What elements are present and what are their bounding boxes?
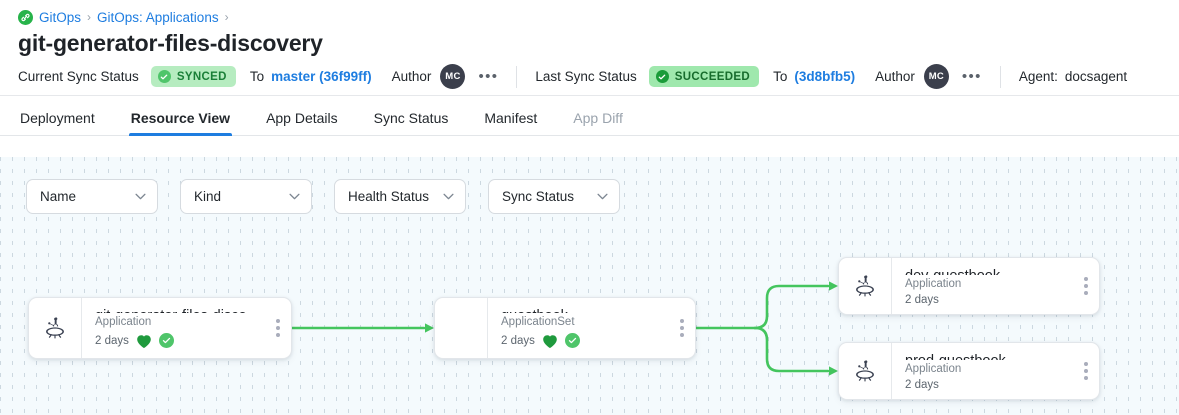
- node-meta: 2 days: [905, 294, 1073, 306]
- node-body: guestbookApplicationSet 2 days: [487, 298, 669, 358]
- filter-health-status[interactable]: Health Status: [334, 179, 466, 214]
- node-body: prod-guestbookApplication 2 days: [891, 343, 1073, 399]
- agent-info: Agent: docsagent: [1019, 69, 1127, 84]
- breadcrumb-separator-2: ›: [224, 10, 229, 24]
- graph-node-root[interactable]: git-generator-files-disco... Application 2…: [28, 297, 292, 359]
- node-title: prod-guestbook: [905, 352, 1073, 360]
- check-circle-icon-2: [655, 70, 669, 83]
- status-divider: [516, 65, 518, 88]
- node-menu-icon[interactable]: [1073, 258, 1099, 314]
- heart-icon: [542, 334, 558, 349]
- filter-bar: Name Kind Health Status Sync Status: [26, 179, 620, 214]
- filter-label: Kind: [194, 189, 222, 204]
- node-kind: ApplicationSet: [501, 316, 575, 329]
- filter-sync-status[interactable]: Sync Status: [488, 179, 620, 214]
- chevron-down-icon: [135, 193, 146, 200]
- tab-resource-view[interactable]: Resource View: [113, 110, 248, 136]
- status-badge-synced-label: SYNCED: [176, 70, 227, 83]
- last-revision-link[interactable]: (3d8bfb5): [794, 69, 856, 84]
- last-to-label: To: [773, 69, 788, 84]
- status-divider-2: [999, 65, 1001, 88]
- current-sync-status-label: Current Sync Status: [18, 69, 139, 84]
- filter-label: Health Status: [348, 189, 430, 204]
- breadcrumb-separator: ›: [87, 10, 92, 24]
- agent-label: Agent:: [1018, 69, 1058, 84]
- node-menu-icon[interactable]: [1073, 343, 1099, 399]
- node-meta: 2 days: [95, 332, 265, 350]
- node-kind: Application: [905, 278, 962, 291]
- tab-deployment[interactable]: Deployment: [20, 110, 95, 126]
- agent-value: docsagent: [1064, 69, 1128, 84]
- status-badge-succeeded[interactable]: SUCCEEDED: [648, 66, 760, 87]
- check-circle-icon: [157, 70, 171, 83]
- graph-edges: [290, 281, 838, 376]
- current-revision-link[interactable]: master (36f99ff): [271, 69, 372, 84]
- resource-graph-canvas: Name Kind Health Status Sync Status git-gen…: [0, 157, 1179, 415]
- node-menu-icon[interactable]: [265, 298, 291, 358]
- last-sync-status-label: Last Sync Status: [535, 69, 637, 84]
- graph-node-prod[interactable]: prod-guestbookApplication 2 days: [838, 342, 1100, 400]
- check-circle-icon: [564, 332, 580, 350]
- node-body: dev-guestbookApplication 2 days: [891, 258, 1073, 314]
- gitops-logo-icon: [18, 9, 33, 25]
- tab-bar: Deployment Resource View App Details Sync S…: [0, 96, 1179, 136]
- status-bar: Current Sync Status SYNCED To master (36…: [0, 58, 1179, 96]
- tab-app-details[interactable]: App Details: [266, 110, 338, 126]
- node-kind: Application: [95, 316, 152, 329]
- last-overflow-menu-icon[interactable]: •••: [961, 67, 982, 85]
- filter-name[interactable]: Name: [26, 179, 158, 214]
- node-age: 2 days: [501, 335, 535, 347]
- node-meta: 2 days: [501, 332, 669, 350]
- node-age: 2 days: [95, 335, 129, 347]
- filter-label: Name: [40, 189, 77, 204]
- tab-sync-status[interactable]: Sync Status: [373, 110, 449, 126]
- last-author-label: Author: [875, 69, 915, 84]
- breadcrumb-item-applications[interactable]: GitOps: Applications: [97, 9, 219, 25]
- tab-app-diff: App Diff: [573, 110, 623, 126]
- node-icon-placeholder: [435, 298, 487, 358]
- breadcrumb-item-gitops[interactable]: GitOps: [39, 9, 82, 25]
- node-title: dev-guestbook: [905, 267, 1073, 275]
- avatar-2[interactable]: MC: [923, 64, 949, 89]
- tab-manifest[interactable]: Manifest: [484, 110, 538, 126]
- filter-label: Sync Status: [502, 189, 575, 204]
- node-kind: Application: [905, 363, 962, 376]
- current-to-label: To: [249, 69, 265, 84]
- page-title: git-generator-files-discovery: [18, 30, 323, 56]
- argo-app-icon: [839, 258, 891, 314]
- status-badge-succeeded-label: SUCCEEDED: [674, 70, 751, 83]
- node-title: git-generator-files-disco...: [95, 307, 265, 313]
- node-age: 2 days: [905, 379, 939, 391]
- avatar[interactable]: MC: [440, 64, 466, 89]
- graph-node-dev[interactable]: dev-guestbookApplication 2 days: [838, 257, 1100, 315]
- node-body: git-generator-files-disco... Application 2…: [81, 298, 265, 358]
- check-circle-icon: [158, 332, 174, 350]
- argo-app-icon: [839, 343, 891, 399]
- node-title: guestbook: [501, 307, 669, 313]
- breadcrumb: GitOps › GitOps: Applications ›: [0, 0, 1179, 25]
- status-badge-synced[interactable]: SYNCED: [150, 66, 236, 87]
- edge-arrowheads: [425, 281, 838, 376]
- node-age: 2 days: [905, 294, 939, 306]
- node-menu-icon[interactable]: [669, 298, 695, 358]
- graph-node-appset[interactable]: guestbookApplicationSet 2 days: [434, 297, 696, 359]
- argo-app-icon: [29, 298, 81, 358]
- chevron-down-icon: [597, 193, 608, 200]
- filter-kind[interactable]: Kind: [180, 179, 312, 214]
- current-overflow-menu-icon[interactable]: •••: [478, 67, 499, 85]
- current-author-label: Author: [391, 69, 432, 84]
- node-meta: 2 days: [905, 379, 1073, 391]
- chevron-down-icon: [443, 193, 454, 200]
- heart-icon: [136, 334, 152, 349]
- chevron-down-icon: [289, 193, 300, 200]
